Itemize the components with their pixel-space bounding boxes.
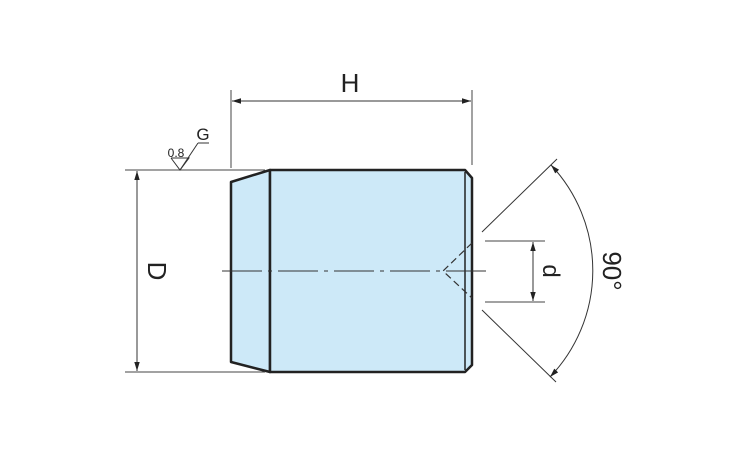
dimension-d-outer: D <box>125 169 265 373</box>
dimension-d-outer-label: D <box>142 262 172 281</box>
surface-finish-symbol: 0.8 G <box>168 125 210 171</box>
surface-grade: G <box>196 125 209 144</box>
angle-label: 90° <box>597 251 627 290</box>
angle-dimension: 90° <box>481 158 627 383</box>
dimension-d-bore-label: d <box>537 264 564 277</box>
roughness-value: 0.8 <box>168 146 185 160</box>
pin-body <box>222 168 488 374</box>
dimension-d-bore: d <box>485 240 564 303</box>
dimension-h: H <box>230 68 473 168</box>
center-cone-hidden <box>442 242 473 299</box>
dimension-h-label: H <box>341 68 360 98</box>
